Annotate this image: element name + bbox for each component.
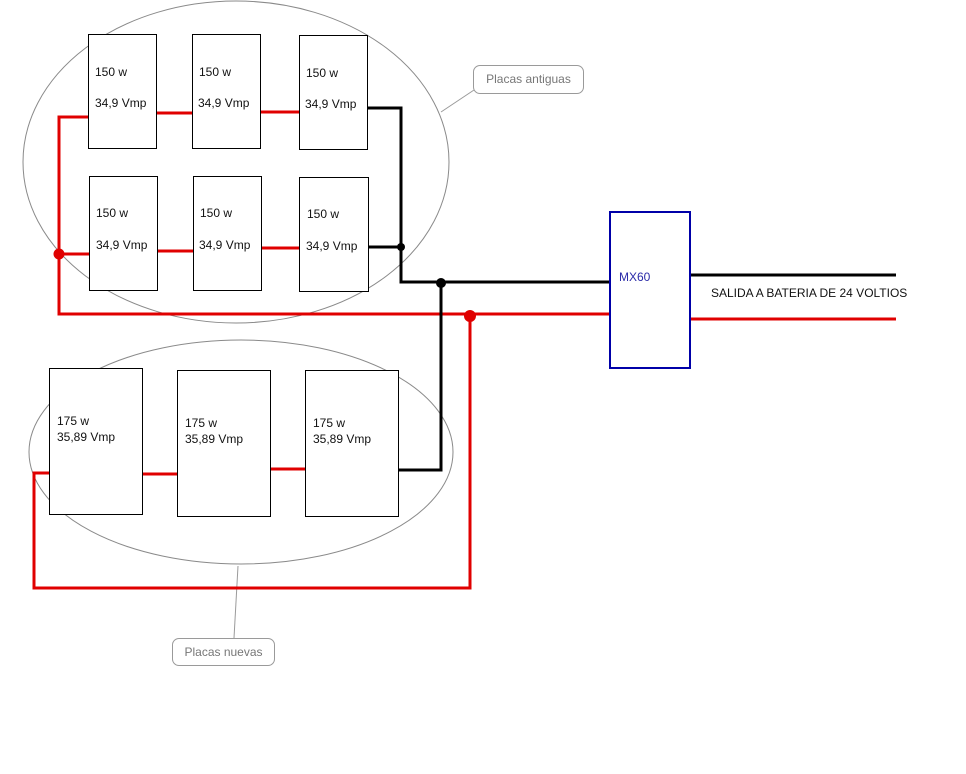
panel-vmp: 34,9 Vmp: [305, 97, 357, 111]
old-panel: 150 w 34,9 Vmp: [299, 35, 368, 150]
output-label: SALIDA A BATERIA DE 24 VOLTIOS: [711, 286, 908, 300]
new-panel: 175 w 35,89 Vmp: [305, 370, 399, 517]
positive-wires: [32, 110, 896, 590]
junction-dot: [436, 278, 446, 288]
callout-leader-new: [233, 565, 239, 639]
panel-vmp: 35,89 Vmp: [57, 430, 116, 444]
panel-power: 175 w: [185, 416, 218, 430]
callout-new-panels: Placas nuevas: [172, 638, 275, 666]
old-panel: 150 w 34,9 Vmp: [89, 176, 158, 291]
new-panel: 175 w 35,89 Vmp: [177, 370, 271, 517]
charge-controller: MX60: [609, 211, 691, 369]
negative-wires: [367, 106, 896, 472]
old-panels-ellipse: [22, 0, 450, 324]
old-panel: 150 w 34,9 Vmp: [88, 34, 157, 149]
new-panels-ellipse: [28, 339, 454, 565]
panel-power: 150 w: [96, 206, 129, 220]
junction-dot: [53, 248, 65, 260]
new-panel: 175 w 35,89 Vmp: [49, 368, 143, 515]
panel-vmp: 34,9 Vmp: [306, 239, 358, 253]
old-panel: 150 w 34,9 Vmp: [193, 176, 262, 291]
panel-vmp: 34,9 Vmp: [96, 238, 148, 252]
panel-vmp: 35,89 Vmp: [313, 432, 372, 446]
panel-vmp: 34,9 Vmp: [198, 96, 250, 110]
panel-power: 175 w: [57, 414, 90, 428]
panel-vmp: 34,9 Vmp: [199, 238, 251, 252]
panel-power: 150 w: [306, 66, 339, 80]
junction-dot: [397, 243, 405, 251]
callout-old-panels: Placas antiguas: [473, 65, 584, 94]
old-panel: 150 w 34,9 Vmp: [299, 177, 369, 292]
panel-power: 150 w: [200, 206, 233, 220]
panel-vmp: 35,89 Vmp: [185, 432, 244, 446]
panel-power: 150 w: [95, 65, 128, 79]
panel-power: 150 w: [199, 65, 232, 79]
panel-vmp: 34,9 Vmp: [95, 96, 147, 110]
junction-dot: [464, 310, 476, 322]
panel-power: 175 w: [313, 416, 346, 430]
controller-label: MX60: [619, 270, 651, 284]
panel-power: 150 w: [307, 207, 340, 221]
old-panel: 150 w 34,9 Vmp: [192, 34, 261, 149]
callout-leader-old: [440, 87, 478, 113]
